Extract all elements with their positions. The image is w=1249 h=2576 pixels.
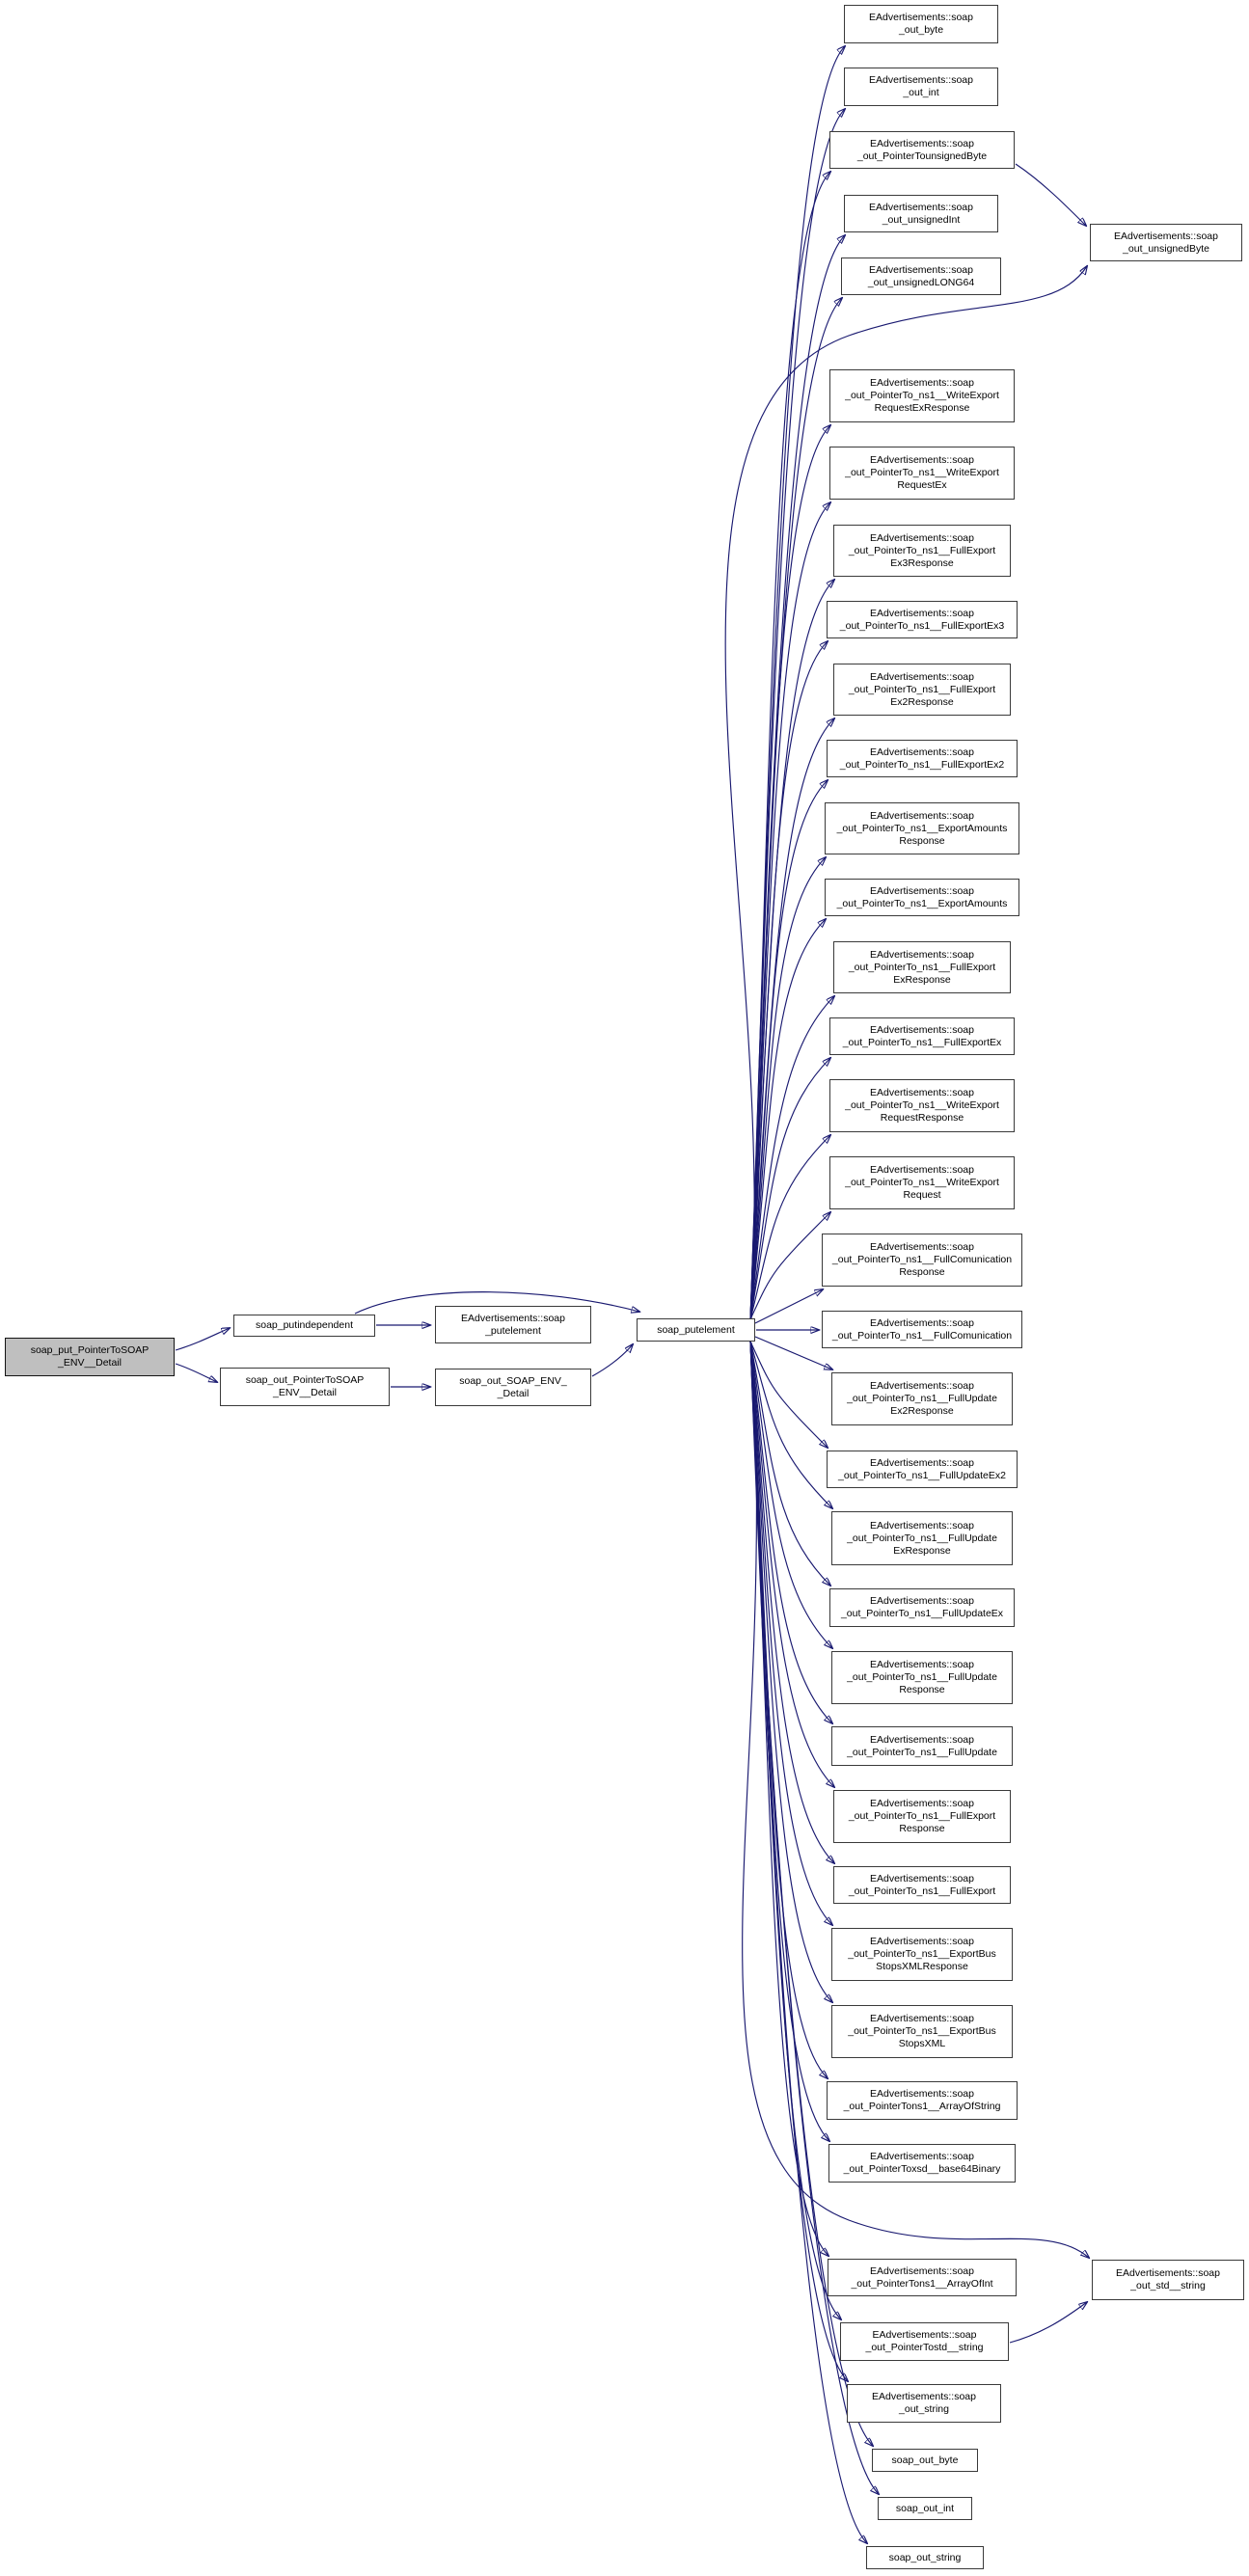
edge-f-r26	[749, 1341, 834, 1787]
node-eadvertisements-soap-out-pointerto-ns1-fullupdateex2response[interactable]: EAdvertisements::soap _out_PointerTo_ns1…	[831, 1372, 1013, 1425]
node-eadvertisements-soap-out-pointerto-ns1-exportbusstopsxmlresponse[interactable]: EAdvertisements::soap _out_PointerTo_ns1…	[831, 1928, 1013, 1981]
node-eadvertisements-soap-out-unsignedint[interactable]: EAdvertisements::soap _out_unsignedInt	[844, 195, 998, 232]
node-soap-put-pointertosoap-env-detail: soap_put_PointerToSOAP _ENV__Detail	[5, 1338, 175, 1376]
edge-f-r13	[749, 919, 826, 1320]
edge-f-r27	[749, 1341, 834, 1863]
node-eadvertisements-soap-out-pointerto-ns1-writeexportrequestexresponse[interactable]: EAdvertisements::soap _out_PointerTo_ns1…	[829, 369, 1015, 422]
node-eadvertisements-soap-out-pointertostd-string[interactable]: EAdvertisements::soap _out_PointerTostd_…	[840, 2322, 1009, 2361]
node-eadvertisements-soap-out-pointertounsignedbyte[interactable]: EAdvertisements::soap _out_PointerTounsi…	[829, 131, 1015, 169]
edge-f-r24	[749, 1341, 832, 1648]
node-eadvertisements-soap-out-pointerto-ns1-fullexportex3[interactable]: EAdvertisements::soap _out_PointerTo_ns1…	[827, 601, 1018, 638]
edge-f-r3	[749, 172, 830, 1320]
edge-f-r16	[749, 1135, 830, 1320]
node-eadvertisements-soap-out-pointerto-ns1-fullupdateex2[interactable]: EAdvertisements::soap _out_PointerTo_ns1…	[827, 1451, 1018, 1488]
node-eadvertisements-soap-out-unsignedlong64[interactable]: EAdvertisements::soap _out_unsignedLONG6…	[841, 258, 1001, 295]
node-soap-out-soap-env-detail[interactable]: soap_out_SOAP_ENV_ _Detail	[435, 1369, 591, 1406]
node-soap-out-string[interactable]: soap_out_string	[866, 2546, 984, 2569]
edge-f-r6	[749, 425, 830, 1320]
node-eadvertisements-soap-out-pointerto-ns1-fullupdateexresponse[interactable]: EAdvertisements::soap _out_PointerTo_ns1…	[831, 1511, 1013, 1565]
node-soap-out-byte[interactable]: soap_out_byte	[872, 2449, 978, 2472]
edge-f-r31	[749, 1341, 829, 2141]
node-eadvertisements-soap-out-std-string[interactable]: EAdvertisements::soap _out_std__string	[1092, 2260, 1244, 2300]
node-soap-out-pointertosoap-env-detail[interactable]: soap_out_PointerToSOAP _ENV__Detail	[220, 1368, 390, 1406]
edge-a-c	[175, 1363, 217, 1382]
edge-e-f	[591, 1344, 633, 1377]
edge-f-r21	[749, 1341, 828, 1448]
node-eadvertisements-soap-putelement[interactable]: EAdvertisements::soap _putelement	[435, 1306, 591, 1343]
edge-f-r32	[749, 1341, 828, 2256]
node-eadvertisements-soap-out-pointerto-ns1-exportamounts[interactable]: EAdvertisements::soap _out_PointerTo_ns1…	[825, 879, 1019, 916]
edge-f-r36	[749, 1341, 879, 2494]
node-eadvertisements-soap-out-pointerto-ns1-fullexportresponse[interactable]: EAdvertisements::soap _out_PointerTo_ns1…	[833, 1790, 1011, 1843]
node-eadvertisements-soap-out-pointerto-ns1-writeexportrequestresponse[interactable]: EAdvertisements::soap _out_PointerTo_ns1…	[829, 1079, 1015, 1132]
edge-f-r30	[749, 1341, 828, 2078]
node-eadvertisements-soap-out-pointerto-ns1-fullexportexresponse[interactable]: EAdvertisements::soap _out_PointerTo_ns1…	[833, 941, 1011, 993]
node-eadvertisements-soap-out-pointerto-ns1-writeexportrequest[interactable]: EAdvertisements::soap _out_PointerTo_ns1…	[829, 1156, 1015, 1209]
node-eadvertisements-soap-out-byte[interactable]: EAdvertisements::soap _out_byte	[844, 5, 998, 43]
node-eadvertisements-soap-out-pointertons1-arrayofstring[interactable]: EAdvertisements::soap _out_PointerTons1_…	[827, 2081, 1018, 2120]
node-eadvertisements-soap-out-pointerto-ns1-fullupdateresponse[interactable]: EAdvertisements::soap _out_PointerTo_ns1…	[831, 1651, 1013, 1704]
node-eadvertisements-soap-out-pointerto-ns1-writeexportrequestex[interactable]: EAdvertisements::soap _out_PointerTo_ns1…	[829, 447, 1015, 500]
node-eadvertisements-soap-out-pointerto-ns1-exportbusstopsxml[interactable]: EAdvertisements::soap _out_PointerTo_ns1…	[831, 2005, 1013, 2058]
edge-f-r9	[749, 641, 828, 1320]
edge-r33-r39	[1009, 2302, 1087, 2344]
edge-f-r17	[749, 1212, 830, 1320]
edge-f-r25	[749, 1341, 832, 1723]
edge-f-r20	[754, 1336, 832, 1369]
node-eadvertisements-soap-out-pointerto-ns1-fullcomunication[interactable]: EAdvertisements::soap _out_PointerTo_ns1…	[822, 1311, 1022, 1348]
node-eadvertisements-soap-out-pointerto-ns1-fullcomunicationresponse[interactable]: EAdvertisements::soap _out_PointerTo_ns1…	[822, 1234, 1022, 1287]
edge-f-r22	[749, 1341, 832, 1508]
node-eadvertisements-soap-out-pointerto-ns1-fullupdate[interactable]: EAdvertisements::soap _out_PointerTo_ns1…	[831, 1726, 1013, 1766]
edge-f-r18	[754, 1289, 823, 1324]
node-eadvertisements-soap-out-pointerto-ns1-fullexport[interactable]: EAdvertisements::soap _out_PointerTo_ns1…	[833, 1866, 1011, 1904]
edge-f-r11	[749, 780, 828, 1320]
edge-f-r39	[742, 1342, 1089, 2258]
node-eadvertisements-soap-out-pointertons1-arrayofint[interactable]: EAdvertisements::soap _out_PointerTons1_…	[828, 2259, 1017, 2296]
edge-r3-r38	[1015, 163, 1086, 226]
node-eadvertisements-soap-out-pointerto-ns1-fullupdateex[interactable]: EAdvertisements::soap _out_PointerTo_ns1…	[829, 1588, 1015, 1627]
node-eadvertisements-soap-out-int[interactable]: EAdvertisements::soap _out_int	[844, 68, 998, 106]
edge-f-r14	[749, 996, 834, 1320]
edge-f-r28	[749, 1341, 832, 1925]
edge-f-r38	[724, 266, 1087, 1319]
edge-f-r15	[749, 1058, 830, 1320]
node-eadvertisements-soap-out-string[interactable]: EAdvertisements::soap _out_string	[847, 2384, 1001, 2423]
edge-b-f	[354, 1291, 639, 1315]
node-eadvertisements-soap-out-unsignedbyte[interactable]: EAdvertisements::soap _out_unsignedByte	[1090, 224, 1242, 261]
node-eadvertisements-soap-out-pointerto-ns1-fullexportex2[interactable]: EAdvertisements::soap _out_PointerTo_ns1…	[827, 740, 1018, 777]
node-eadvertisements-soap-out-pointerto-ns1-exportamountsresponse[interactable]: EAdvertisements::soap _out_PointerTo_ns1…	[825, 802, 1019, 854]
node-eadvertisements-soap-out-pointerto-ns1-fullexportex3response[interactable]: EAdvertisements::soap _out_PointerTo_ns1…	[833, 525, 1011, 577]
node-soap-putindependent[interactable]: soap_putindependent	[233, 1315, 375, 1337]
node-eadvertisements-soap-out-pointerto-ns1-fullexportex[interactable]: EAdvertisements::soap _out_PointerTo_ns1…	[829, 1017, 1015, 1055]
node-eadvertisements-soap-out-pointerto-ns1-fullexportex2response[interactable]: EAdvertisements::soap _out_PointerTo_ns1…	[833, 664, 1011, 716]
edge-f-r12	[749, 857, 826, 1320]
edge-a-b	[175, 1328, 230, 1351]
node-eadvertisements-soap-out-pointertoxsd-base64binary[interactable]: EAdvertisements::soap _out_PointerToxsd_…	[828, 2144, 1016, 2183]
edge-f-r7	[749, 502, 830, 1320]
node-soap-out-int[interactable]: soap_out_int	[878, 2497, 972, 2520]
edge-f-r29	[749, 1341, 832, 2002]
edge-f-r37	[749, 1341, 867, 2543]
node-soap-putelement[interactable]: soap_putelement	[637, 1318, 755, 1342]
edge-f-r23	[749, 1341, 830, 1586]
